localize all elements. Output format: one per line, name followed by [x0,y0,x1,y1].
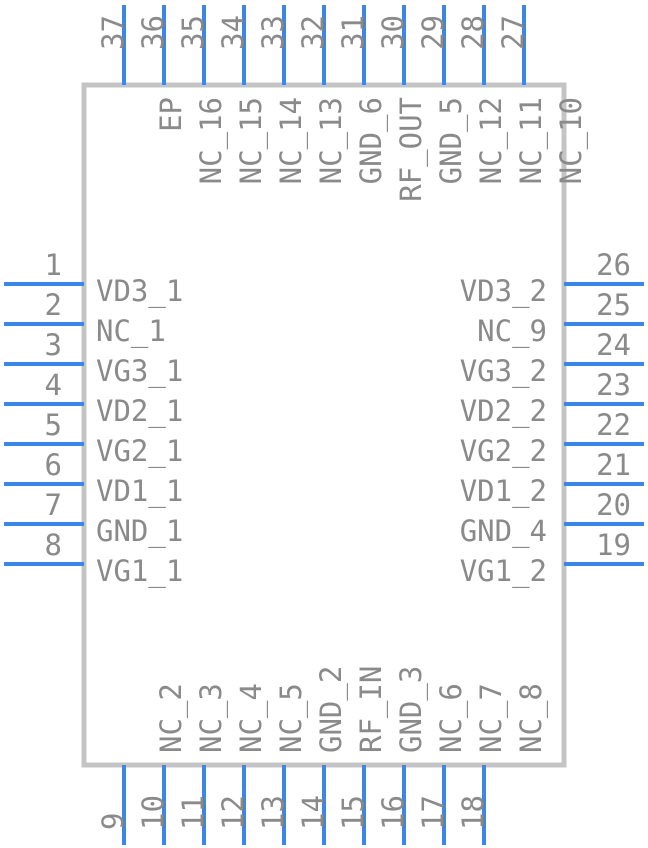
pin-number: 6 [45,448,62,482]
pin-number: 11 [176,795,210,830]
pin-number: 10 [136,795,170,830]
pin-number: 27 [496,15,530,50]
pin-number: 15 [336,795,370,830]
pin-name: NC_6 [434,683,469,753]
pin-name: NC_3 [194,683,229,753]
pin-number: 4 [45,368,62,402]
pin-name: VG3_2 [460,354,547,389]
pin-number: 14 [296,795,330,830]
pin-number: 29 [416,15,450,50]
pin-name: VG1_2 [460,554,547,589]
pin-number: 2 [45,288,62,322]
pin-name: NC_14 [274,97,309,184]
pin-number: 26 [596,248,631,282]
pin-name: NC_13 [314,97,349,184]
pin-name: NC_16 [194,97,229,184]
pin-number: 1 [45,248,62,282]
pin-number: 24 [596,328,631,362]
pin-name: VG1_1 [96,554,183,589]
pin-number: 37 [96,15,130,50]
pin-number: 34 [216,15,250,50]
pin-name: NC_7 [474,683,509,753]
pin-name: GND_2 [314,666,349,753]
pin-number: 12 [216,795,250,830]
pin-number: 9 [96,813,130,830]
pin-name: VD2_1 [96,394,183,429]
pin-name: VG2_1 [96,434,183,469]
pin-number: 35 [176,15,210,50]
pin-number: 28 [456,15,490,50]
pin-number: 20 [596,488,631,522]
pin-name: VD1_1 [96,474,183,509]
pin-number: 22 [596,408,631,442]
pin-name: RF_IN [354,666,389,753]
pin-name: NC_2 [154,683,189,753]
pin-name: VG2_2 [460,434,547,469]
pin-name: VD2_2 [460,394,547,429]
pin-number: 3 [45,328,62,362]
bottom-pin-group: 9 10 NC_2 11 NC_3 12 NC_4 13 NC_5 14 GND_2 15 RF_IN 1… [96,666,549,845]
pin-number: 33 [256,15,290,50]
pin-number: 8 [45,528,62,562]
pin-number: 16 [376,795,410,830]
pin-name: NC_15 [234,97,269,184]
pin-name: VD3_2 [460,274,547,309]
pin-number: 13 [256,795,290,830]
pin-name: NC_8 [514,683,549,753]
pin-name: NC_11 [514,97,549,184]
pin-number: 7 [45,488,62,522]
pin-number: 25 [596,288,631,322]
pin-name: NC_12 [474,97,509,184]
pin-name: NC_5 [274,683,309,753]
pin-name: GND_6 [354,97,389,184]
pin-name: NC_10 [554,97,589,184]
pin-name: EP [154,97,188,132]
pin-name: GND_3 [394,666,429,753]
pin-number: 18 [456,795,490,830]
pin-name: VG3_1 [96,354,183,389]
pin-number: 32 [296,15,330,50]
pin-name: NC_9 [477,314,547,349]
pin-number: 23 [596,368,631,402]
pin-number: 36 [136,15,170,50]
pin-number: 21 [596,448,631,482]
pin-name: VD3_1 [96,274,183,309]
pin-name: RF_OUT [394,97,429,202]
pin-number: 17 [416,795,450,830]
pin-name: NC_1 [96,314,166,349]
pin-number: 31 [336,15,370,50]
pin-name: NC_4 [234,683,269,753]
pin-number: 19 [596,528,631,562]
pin-name: VD1_2 [460,474,547,509]
pin-name: GND_5 [434,97,469,184]
pin-number: 30 [376,15,410,50]
pin-name: GND_1 [96,514,183,549]
pin-number: 5 [45,408,62,442]
pin-name: GND_4 [460,514,547,549]
